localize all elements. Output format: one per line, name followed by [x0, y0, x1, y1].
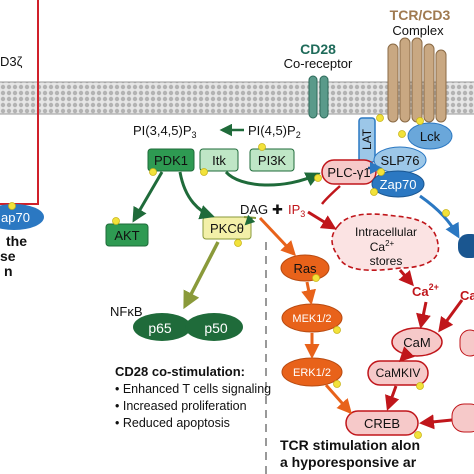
akt-node	[105, 223, 149, 247]
zap70-label: Zap70	[380, 177, 417, 192]
creb-node	[345, 410, 419, 436]
itk-label: Itk	[212, 153, 226, 168]
pdk1-label: PDK1	[154, 153, 188, 168]
cam-label: CaM	[403, 335, 430, 350]
right-edge-red-node	[459, 329, 474, 357]
nfkb-label: NFκB	[110, 304, 143, 319]
cd28-box-bullet-2: • Increased proliferation	[115, 399, 247, 413]
ca-right-label: Ca	[460, 288, 474, 303]
erk-label: ERK1/2	[293, 367, 331, 379]
lipid-row: PI(3,4,5)P3 PI(4,5)P2	[133, 123, 301, 140]
cd28-box-bullet-1: • Enhanced T cells signaling	[115, 382, 271, 396]
ca-stores-line-2: Ca2+	[370, 239, 395, 254]
cd28-subtitle: Co-receptor	[284, 56, 353, 71]
slp76-label: SLP76	[380, 153, 419, 168]
tcr-stim-box: TCR stimulation alon a hyporesponsive ar	[280, 437, 420, 470]
ras-label: Ras	[293, 261, 317, 276]
pip3-label: PI(3,4,5)P3	[133, 123, 197, 140]
plus-sign: ✚	[272, 202, 283, 217]
left-caption-line-2: se	[0, 248, 16, 264]
pi3k-node	[249, 148, 295, 172]
pip2-label: PI(4,5)P2	[248, 123, 301, 140]
tcr-cd3-complex: TCR/CD3 Complex	[387, 7, 451, 123]
akt-label: AKT	[114, 228, 139, 243]
itk-node	[199, 148, 239, 172]
left-caption-line-3: n	[4, 263, 13, 279]
p50-node	[185, 313, 243, 341]
tcr-box-line-1: TCR stimulation alon	[280, 437, 420, 453]
svg-text:LAT: LAT	[360, 128, 374, 150]
zap70-node	[371, 170, 425, 198]
cd28-box-title: CD28 co-stimulation:	[115, 364, 245, 379]
left-panel: D3ζ ap70 the se n	[0, 0, 44, 279]
tcr-box-line-2: a hyporesponsive ar	[280, 454, 417, 470]
pi3k-label: PI3K	[258, 153, 287, 168]
right-edge-blue-node	[458, 234, 474, 258]
lck-label: Lck	[420, 129, 441, 144]
camkiv-label: CaMKIV	[376, 366, 421, 380]
tcr-subtitle: Complex	[392, 23, 444, 38]
lck-node	[407, 122, 453, 150]
pdk1-node	[147, 148, 195, 172]
p65-node	[133, 313, 191, 341]
plcg1-label: PLC-γ1	[327, 165, 370, 180]
camkiv-node	[367, 360, 429, 386]
p65-label: p65	[148, 320, 172, 336]
creb-label: CREB	[364, 416, 400, 431]
left-caption-line-1: the	[6, 233, 27, 249]
ca-stores-node	[331, 213, 440, 272]
mek-label: MEK1/2	[292, 313, 331, 325]
pkc-label: PKCθ	[210, 221, 244, 236]
lat-node: LAT	[358, 117, 376, 163]
ca-stores-line-1: Intracellular	[355, 225, 417, 239]
pkc-node	[202, 216, 252, 240]
left-zap70-label: ap70	[1, 210, 30, 225]
phosphate-dots	[8, 114, 450, 439]
cd28-title: CD28	[300, 41, 336, 57]
dag-label: DAG	[240, 202, 268, 217]
p50-label: p50	[204, 320, 228, 336]
cd28-receptor: CD28 Co-receptor	[284, 41, 353, 119]
cd28-box-bullet-3: • Reduced apoptosis	[115, 416, 230, 430]
cd3-zeta-label: D3ζ	[0, 54, 23, 69]
ca-ion-label: Ca2+	[412, 282, 439, 299]
cd28-costim-box: CD28 co-stimulation: • Enhanced T cells …	[115, 364, 271, 430]
tcr-title: TCR/CD3	[390, 7, 451, 23]
ip3-label: IP3	[288, 202, 305, 219]
ca-stores-line-3: stores	[370, 254, 403, 268]
pathway-arrows	[132, 161, 464, 430]
left-zap70-node	[0, 204, 44, 230]
right-edge-red-node-2	[451, 403, 474, 433]
